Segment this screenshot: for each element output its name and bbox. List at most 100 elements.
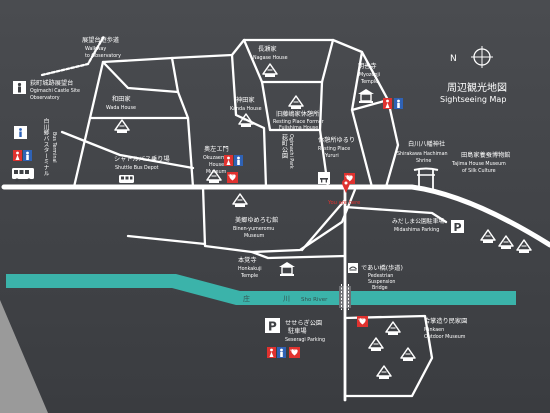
aed-icon: AED [227, 172, 238, 183]
west-road [126, 234, 207, 246]
aed-label: AED [358, 317, 365, 321]
hachiman-label-en: Shirakawa Hachiman [397, 151, 448, 157]
myozenji-label-en: Myozenji [359, 72, 380, 78]
fujishima-label-en: Fujishima House [279, 125, 318, 131]
map-title-en: Sightseeing Map [440, 95, 506, 104]
restroom-icon [267, 347, 276, 358]
wada-label-en: Wada House [106, 105, 136, 111]
binen-label-ja: 美郷ゆめろむ館 [235, 216, 278, 224]
bench-icon [318, 172, 330, 184]
river-label-ja-1: 庄 [243, 294, 250, 303]
walkway-path [40, 34, 106, 77]
bridge-label-en: Bridge [372, 285, 388, 291]
bus-icon [119, 175, 134, 183]
okuzaemon-label-ja: 奥左エ門 [204, 145, 229, 153]
aed-icon: AED [344, 173, 355, 184]
midashima-label-en: Midashima Parking [394, 227, 439, 233]
hachiman-label-en: Shrine [416, 158, 431, 164]
parking-symbol: P [268, 320, 277, 334]
okuzaemon-label-en: House [209, 162, 224, 168]
ogimachi-park-label-ja: 荻町公園 [281, 133, 288, 160]
location-pin-icon [342, 179, 350, 193]
minkaen-label-ja: 合掌造り民家園 [424, 317, 467, 325]
seseragi-label-en: Seseragi Parking [285, 337, 325, 343]
bridge-label-en: Suspension [368, 279, 395, 285]
yururi-label-en: Yururi [324, 153, 339, 159]
walkway-label-ja: 展望台遊歩道 [82, 36, 119, 44]
observatory-label-en: Ogimachi Castle Site [30, 88, 80, 94]
wall-corner [0, 300, 48, 413]
yururi-label-ja: 休憩所ゆるり [318, 136, 355, 144]
aed-label: AED [345, 174, 352, 178]
minkaen-label-en: Minkaen [424, 327, 444, 333]
minkaen-loop-road [343, 314, 434, 398]
main-road [1, 184, 550, 248]
map-title-ja: 周辺観光地図 [447, 81, 507, 94]
hachiman-label-ja: 白川八幡神社 [408, 140, 445, 148]
aed-label: AED [290, 348, 297, 352]
seseragi-label-ja: せせらぎ公園 [285, 319, 322, 327]
village-road [242, 38, 335, 84]
tajima-label-ja: 田島家養蚕博物館 [461, 151, 511, 159]
tajima-label-en: Tajima House Museum [451, 161, 506, 167]
aed-icon: AED [289, 347, 300, 358]
restroom-icon [224, 155, 233, 166]
walkway-label-en: to Observatory [85, 53, 121, 59]
bridge-label-ja: であい橋(歩道) [361, 264, 403, 272]
village-road [170, 56, 180, 94]
compass-icon [471, 46, 493, 68]
bridge-label-en: Pedestrian [368, 273, 393, 279]
nagase-label-ja: 長瀬家 [258, 45, 277, 53]
restroom-icon [394, 98, 403, 109]
village-outer-road [72, 38, 400, 189]
diagonal-road [300, 198, 347, 252]
observatory-label-en: Observatory [30, 95, 60, 101]
parking-icon: P [265, 318, 280, 334]
village-road [60, 130, 195, 170]
shuttle-label-ja: シャトルバス乗り場 [114, 155, 170, 163]
honkakuji-road [250, 250, 347, 260]
parking-symbol: P [454, 221, 462, 234]
okuzaemon-label-en: Museum [206, 169, 227, 175]
tajima-label-en: of Silk Culture [462, 168, 496, 174]
village-road [318, 80, 324, 132]
river-label-ja-2: 川 [283, 295, 290, 303]
myozenji-label-en: Temple [360, 79, 378, 85]
binen-label-en: Museum [244, 233, 265, 239]
honkakuji-label-ja: 本覚寺 [238, 256, 257, 264]
midashima-label-ja: みだしま公園駐車場 [392, 217, 444, 225]
torii-icon [413, 167, 439, 189]
village-road [350, 98, 390, 112]
honkakuji-label-en: Honkakuji [238, 266, 262, 272]
bridge-icon [348, 263, 358, 273]
restroom-icon [277, 347, 286, 358]
information-icon [14, 126, 27, 139]
fujishima-label-en: Resting Place Former [273, 119, 324, 125]
nagase-label-en: Nagase House [253, 55, 288, 61]
fujishima-label-ja: 旧藤嶋家休憩所 [276, 110, 319, 118]
wada-label-ja: 和田家 [112, 95, 131, 103]
restroom-icon [383, 98, 392, 109]
yururi-label-en: Resting Place [318, 146, 350, 152]
restroom-icon [234, 155, 243, 166]
restroom-icon [13, 150, 22, 161]
bus-terminal-label-ja: 白川郷バスターミナル [42, 117, 49, 176]
observatory-label-ja: 荻町城跡展望台 [30, 79, 73, 87]
observatory-icon [13, 81, 26, 94]
okuzaemon-label-en: Okuzaemon [203, 155, 232, 161]
sho-river [6, 274, 516, 305]
road-network [1, 34, 550, 402]
kanda-label-ja: 神田家 [236, 96, 255, 104]
shuttle-label-en: Shuttle Bus Depot [115, 165, 159, 171]
kanda-label-en: Kanda House [230, 106, 262, 112]
ogimachi-park-label-en: Ogimachi Park [288, 134, 294, 169]
village-road [230, 53, 268, 189]
village-road [260, 80, 330, 189]
seseragi-label-ja: 駐車場 [288, 327, 307, 335]
bus-icon [12, 168, 34, 182]
aed-label: AED [228, 173, 235, 177]
myozenji-label-ja: 明善寺 [358, 62, 377, 70]
honkakuji-label-en: Temple [240, 273, 258, 279]
